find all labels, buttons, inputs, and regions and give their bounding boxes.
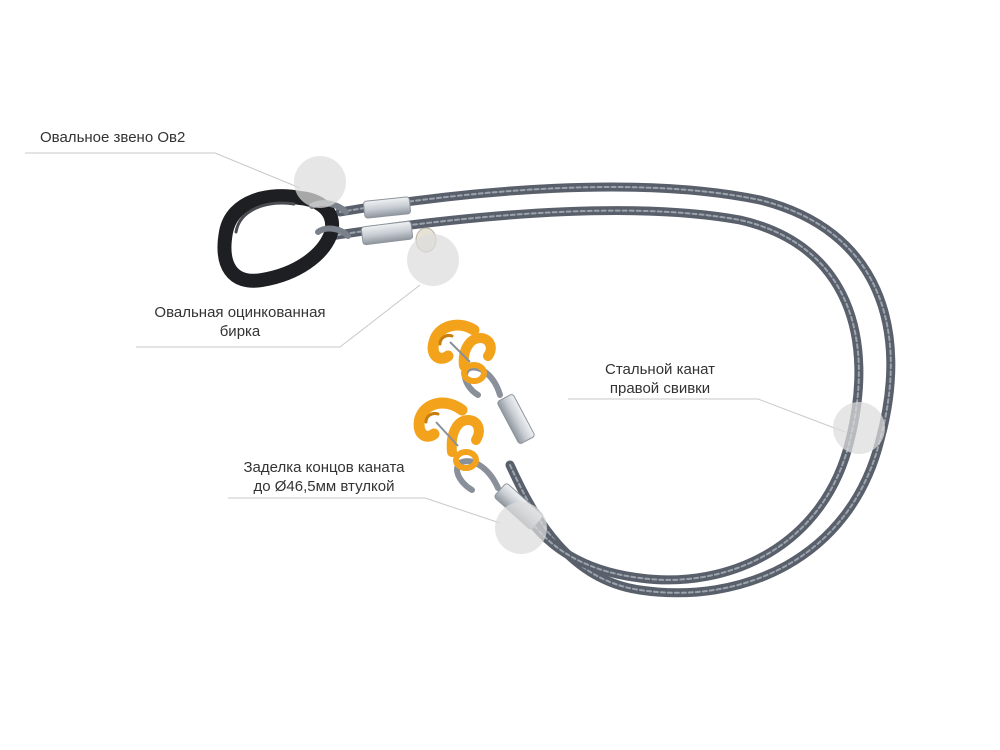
callout-label-oval-link: Овальное звено Ов2 bbox=[40, 128, 185, 147]
callout-text: правой свивки bbox=[609, 380, 711, 397]
callout-label-termination: Заделка концов каната до Ø46,5мм втулкой bbox=[224, 458, 424, 496]
callout-label-tag: Овальная оцинкованная бирка bbox=[140, 303, 340, 341]
steel-rope-leg-2 bbox=[325, 206, 864, 585]
leader-termination bbox=[228, 497, 501, 524]
upper-sleeve-2 bbox=[360, 220, 414, 246]
marker-termination bbox=[495, 502, 547, 554]
callout-markers bbox=[294, 156, 885, 554]
oval-link bbox=[217, 189, 351, 288]
upper-sleeves bbox=[360, 196, 414, 246]
callout-text: Стальной канат bbox=[604, 361, 716, 378]
steel-rope-leg-1 bbox=[335, 182, 896, 598]
leader-rope bbox=[568, 398, 846, 433]
callout-text: Овальная оцинкованная bbox=[154, 304, 326, 321]
callout-text: Заделка концов каната bbox=[243, 459, 405, 476]
leader-lines bbox=[25, 152, 846, 524]
upper-sleeve-1 bbox=[363, 196, 412, 219]
hook-assembly-2 bbox=[413, 397, 501, 493]
callout-text: Овальное звено Ов2 bbox=[40, 129, 186, 146]
leader-tag bbox=[136, 284, 421, 348]
lower-sleeve-1 bbox=[497, 394, 535, 444]
leader-oval-link bbox=[25, 152, 301, 189]
marker-oval-link bbox=[294, 156, 346, 208]
callout-label-rope: Стальной канат правой свивки bbox=[590, 360, 730, 398]
callout-text: бирка bbox=[219, 323, 261, 340]
marker-rope bbox=[833, 402, 885, 454]
hook-assembly-1 bbox=[427, 319, 503, 398]
marker-tag bbox=[407, 234, 459, 286]
callout-text: до Ø46,5мм втулкой bbox=[253, 478, 395, 495]
